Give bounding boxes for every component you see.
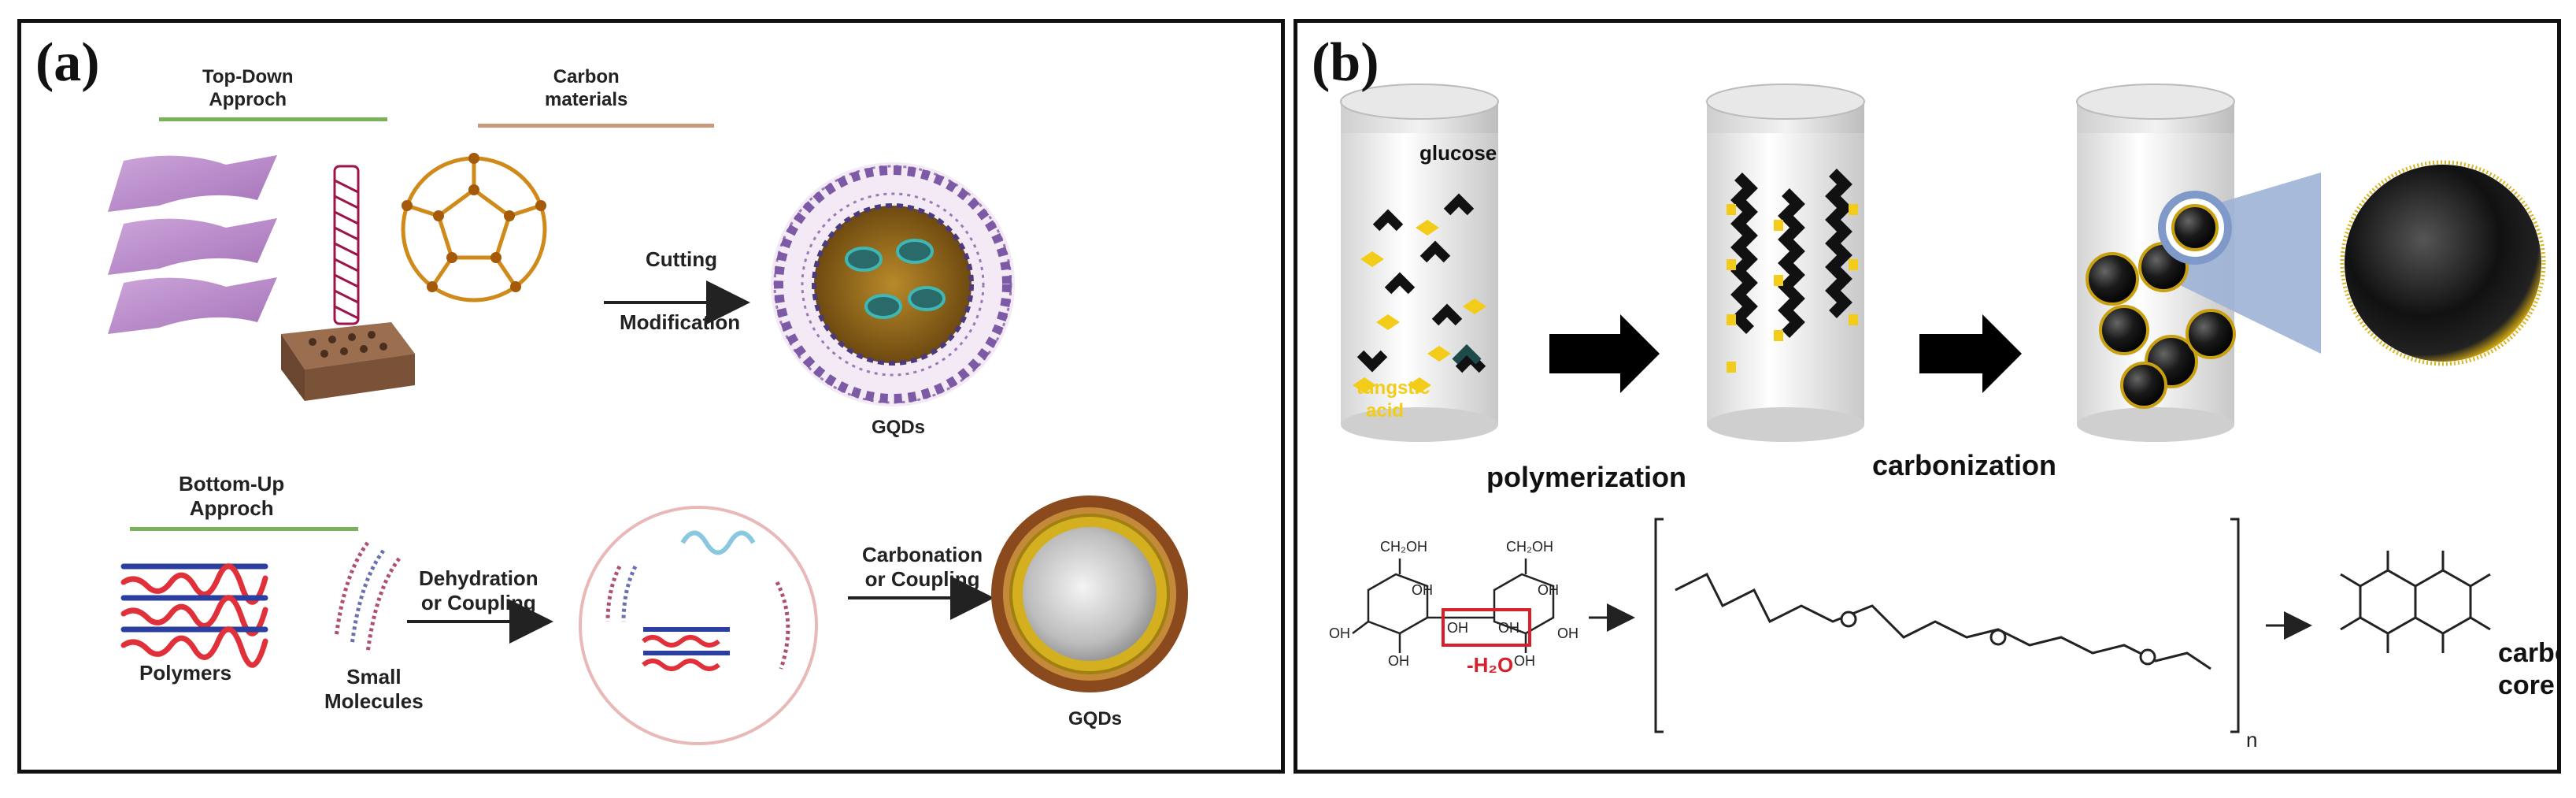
- bottom-up-title: Bottom-Up Approch: [179, 472, 284, 521]
- carbon-title-line1: Carbon: [553, 66, 620, 87]
- carbonized-core-label: carbonized core: [2498, 637, 2557, 702]
- carbonized-core-structure: [2340, 551, 2491, 653]
- panel-a-label: (a): [35, 32, 100, 93]
- cutting-label: Cutting: [646, 247, 717, 271]
- oh-label-5: OH: [1514, 653, 1535, 669]
- tungstic-line2: acid: [1366, 399, 1405, 421]
- panel-a: (a) Top-Down Approch Carbon materials Cu…: [17, 19, 1285, 774]
- panel-b-label: (b): [1312, 32, 1379, 93]
- gqds-top-icon: [771, 162, 1015, 406]
- carbon-nanotube-icon: [333, 165, 360, 325]
- oh-label-6: OH: [1557, 625, 1579, 641]
- oh-label-8: OH: [1538, 582, 1559, 598]
- carbon-sphere-icon: [2345, 165, 2541, 362]
- minus-h2o-label: -H₂O: [1467, 653, 1514, 677]
- oh-label-4: OH: [1498, 620, 1519, 636]
- carbonized-line2: core: [2498, 670, 2555, 700]
- gqds-bottom-label: GQDs: [1068, 708, 1123, 729]
- carbon-materials-title: Carbon materials: [545, 66, 627, 112]
- small-line1: Small: [346, 665, 402, 689]
- carbonized-line1: carbonized: [2498, 638, 2557, 668]
- carbonation-line2: or Coupling: [864, 567, 980, 592]
- bottom-up-title-line1: Bottom-Up: [179, 472, 285, 496]
- bottom-up-title-line2: Approch: [189, 496, 274, 521]
- carbon-materials-underline: [478, 124, 714, 128]
- oh-label-1: OH: [1329, 625, 1350, 641]
- oh-label-3: OH: [1447, 620, 1468, 636]
- panel-b: (b) glucose tungstic acid polymerization…: [1294, 19, 2561, 774]
- glucose-label: glucose: [1419, 141, 1497, 165]
- cylinder-polymer-icon: [1706, 84, 1865, 442]
- oh-label-2: OH: [1388, 653, 1409, 669]
- ch2oh-label-1: CH₂OH: [1380, 539, 1427, 555]
- dehydration-line2: or Coupling: [420, 591, 536, 615]
- cylinder-carbon-icon: [2076, 84, 2321, 442]
- modification-label: Modification: [620, 310, 741, 334]
- carbon-title-line2: materials: [545, 88, 628, 110]
- polymers-label: Polymers: [139, 661, 232, 685]
- tungstic-acid-label: tungstic acid: [1356, 377, 1430, 423]
- fullerene-icon: [401, 153, 547, 302]
- dehydration-line1: Dehydration: [419, 566, 539, 590]
- small-molecules-label: Small Molecules: [324, 665, 424, 714]
- tungstic-line1: tungstic: [1356, 377, 1430, 399]
- graphene-sheets-icon: [108, 155, 277, 334]
- water-loss-highlight: [1442, 608, 1531, 647]
- polymers-icon: [120, 563, 268, 668]
- small-molecules-icon: [334, 541, 402, 654]
- polymer-bracket-structure: [1654, 518, 2240, 733]
- gqds-top-label: GQDs: [872, 417, 926, 438]
- carbonization-arrow: [1919, 314, 2022, 393]
- small-line2: Molecules: [324, 689, 424, 714]
- subscript-n-label: n: [2246, 728, 2258, 752]
- ch2oh-label-2: CH₂OH: [1506, 539, 1553, 555]
- carbonation-label: Carbonation or Coupling: [862, 543, 983, 592]
- polymerization-label: polymerization: [1486, 461, 1687, 493]
- carbonation-line1: Carbonation: [862, 543, 983, 566]
- bottom-up-underline: [130, 527, 358, 531]
- top-down-title: Top-Down Approch: [202, 66, 294, 112]
- top-down-title-line2: Approch: [209, 88, 287, 110]
- dehydration-label: Dehydration or Coupling: [419, 566, 539, 615]
- gqds-bottom-icon: [991, 496, 1188, 692]
- oh-label-7: OH: [1412, 582, 1433, 598]
- top-down-title-line1: Top-Down: [202, 66, 294, 87]
- glucose-dimer-structure: [1352, 559, 1555, 653]
- panel-a-illustration: [108, 153, 1188, 745]
- porous-carbon-block-icon: [281, 322, 415, 401]
- top-down-underline: [159, 117, 387, 121]
- cylinder-glucose-icon: [1340, 84, 1499, 442]
- carbon-sphere-shell: [2340, 160, 2546, 366]
- carbonization-label: carbonization: [1872, 449, 2057, 481]
- panel-b-illustration: [1340, 84, 2546, 733]
- polymerization-arrow: [1549, 314, 1660, 393]
- reaction-circle-icon: [579, 506, 818, 745]
